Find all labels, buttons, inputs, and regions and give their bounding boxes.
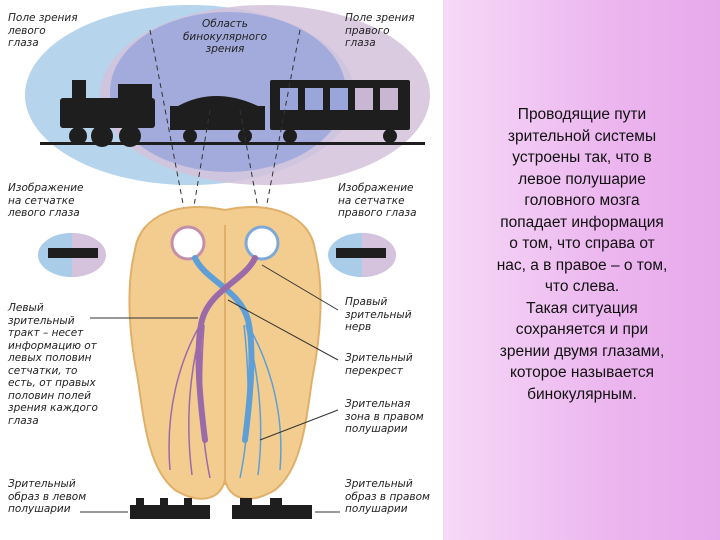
left-retina-image: [38, 233, 106, 277]
binocular-region-label: Область бинокулярного зрения: [182, 18, 268, 55]
description-panel: Проводящие пути зрительной системы устро…: [443, 0, 720, 540]
visual-pathway-diagram: Поле зрения левого глаза Область бинокул…: [8, 5, 430, 519]
left-field-label: Поле зрения левого глаза: [8, 12, 78, 49]
left-eye: [170, 225, 206, 261]
right-field-label: Поле зрения правого глаза: [345, 12, 415, 49]
left-hemisphere-image-label: Зрительный образ в левом полушарии: [8, 478, 87, 515]
optic-pathways: [192, 255, 258, 443]
description-text: Проводящие пути зрительной системы устро…: [496, 106, 668, 403]
left-tract-label: Левый зрительный тракт – несет информаци…: [8, 302, 98, 427]
train-icon: [40, 80, 425, 147]
right-retina-label: Изображение на сетчатке правого глаза: [338, 182, 417, 219]
right-eye: [244, 225, 280, 261]
right-hemisphere-image-label: Зрительный образ в правом полушарии: [345, 478, 430, 515]
diagram-graphics: [25, 5, 430, 519]
left-retina-label: Изображение на сетчатке левого глаза: [8, 182, 84, 219]
right-hemisphere-image: [232, 498, 312, 519]
chiasm-label: Зрительный перекрест: [345, 352, 413, 377]
left-hemisphere-image: [130, 498, 210, 519]
right-zone-label: Зрительная зона в правом полушарии: [345, 398, 424, 435]
leader-lines: [80, 264, 340, 513]
optic-radiations: [168, 324, 282, 479]
right-retina-image: [328, 233, 396, 277]
right-nerve-label: Правый зрительный нерв: [345, 296, 412, 333]
